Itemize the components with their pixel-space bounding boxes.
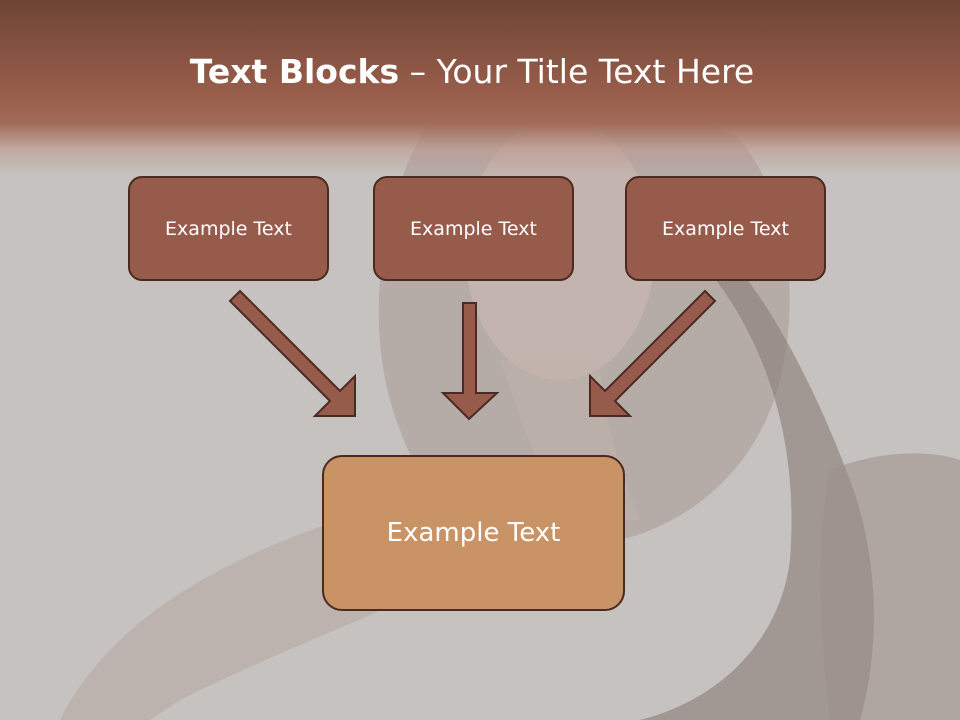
text-block-right[interactable]: Example Text: [625, 176, 826, 281]
text-block-center[interactable]: Example Text: [373, 176, 574, 281]
text-block-left[interactable]: Example Text: [128, 176, 329, 281]
text-block-bottom[interactable]: Example Text: [322, 455, 625, 611]
title-banner: [0, 0, 960, 175]
arrow-right: [589, 289, 717, 417]
title-bold: Text Blocks: [189, 52, 400, 91]
arrow-left: [228, 289, 356, 417]
title-rest: – Your Title Text Here: [399, 52, 755, 91]
slide-title: Text Blocks – Your Title Text Here: [0, 52, 944, 91]
arrow-center: [440, 302, 500, 421]
